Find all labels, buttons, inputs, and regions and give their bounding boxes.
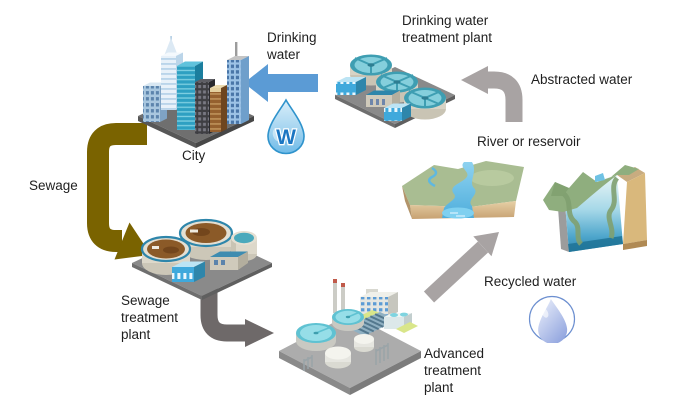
city-illustration [138,36,254,148]
reservoir-illustration [543,165,647,252]
river-illustration [402,161,524,219]
label-drinking-water: Drinking water [267,30,317,62]
label-city: City [182,148,206,163]
label-recycled-water: Recycled water [484,274,577,289]
label-sewage-treatment-plant: Sewage treatment plant [121,293,179,342]
label-abstracted-water: Abstracted water [531,72,633,87]
label-river-or-reservoir: River or reservoir [477,134,581,149]
drinking-water-treatment-plant-illustration [335,54,455,128]
advanced-treatment-plant-illustration [279,279,421,395]
abstracted-water-arrow [461,66,523,122]
water-drop-letter: W [276,126,296,149]
label-drinking-water-treatment-plant: Drinking water treatment plant [402,13,493,45]
sewage-treatment-plant-illustration [132,218,272,300]
drinking-water-arrow [244,64,318,102]
label-sewage: Sewage [29,178,78,193]
water-drop-w-icon: W [267,98,305,155]
recycled-water-arrow [423,232,499,303]
recycled-water-drop-icon [528,295,576,343]
treated-sewage-arrow [200,288,274,347]
label-advanced-treatment-plant: Advanced treatment plant [424,346,485,395]
